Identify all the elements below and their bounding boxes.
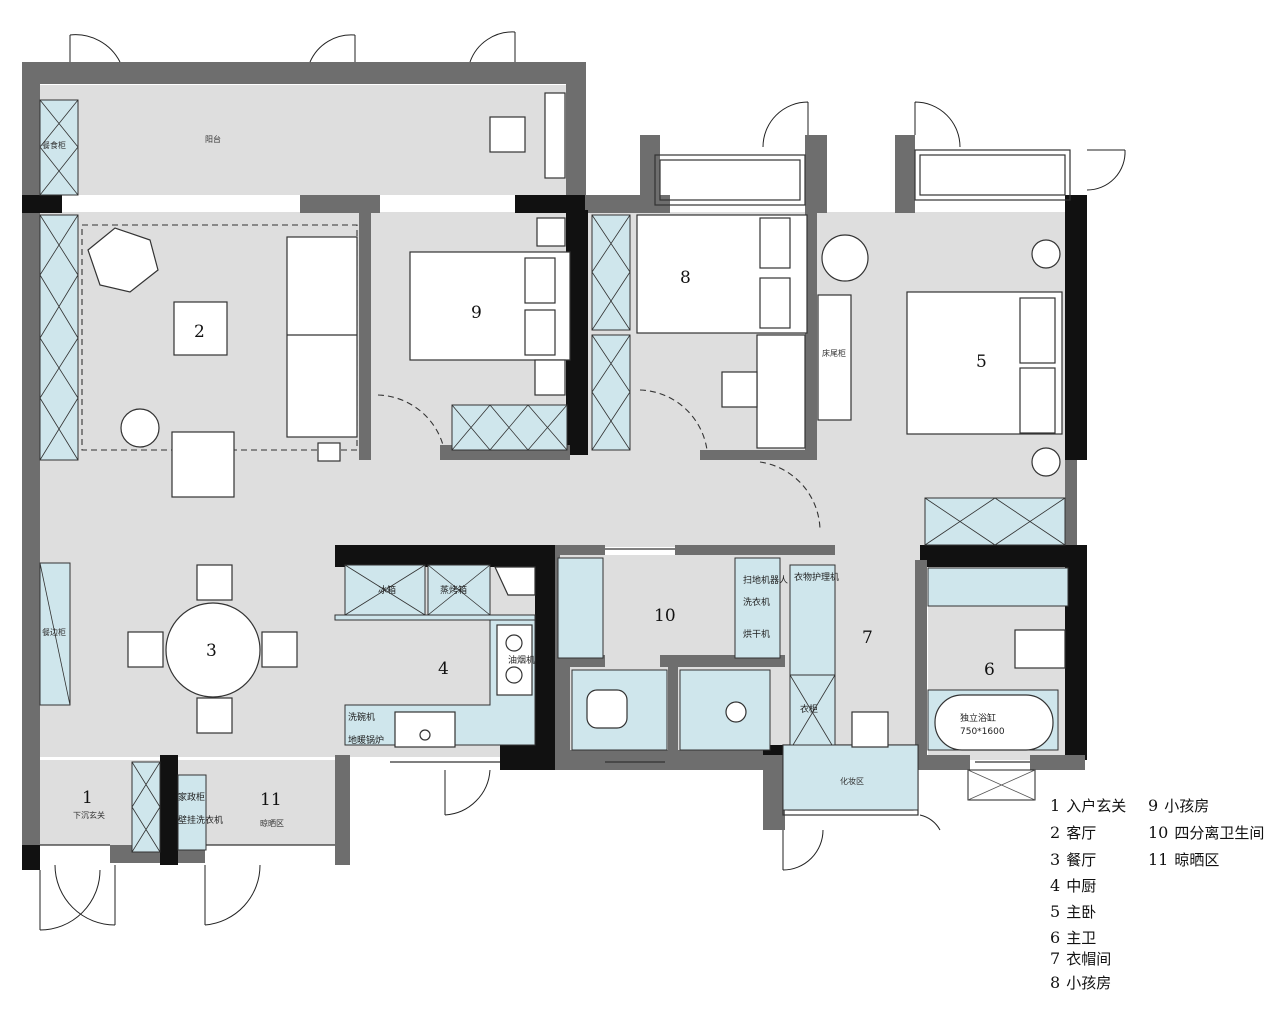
walls [22, 62, 1087, 870]
label-boiler: 地暖锅炉 [348, 734, 384, 746]
room-number-5: 5 [976, 352, 987, 372]
furniture [81, 92, 1066, 751]
label-oven: 蒸烤箱 [440, 584, 467, 596]
room-numbers: 1 2 3 4 5 6 7 8 9 10 11 [82, 268, 995, 810]
label-cabinet-top: 餐食柜 [42, 140, 66, 150]
label-hood: 油烟机 [508, 654, 535, 666]
label-tub-name: 独立浴缸 [960, 712, 996, 724]
room-number-2: 2 [194, 322, 205, 342]
room-number-9: 9 [471, 303, 482, 323]
room-number-11: 11 [260, 790, 282, 810]
label-dishwasher: 洗碗机 [348, 711, 375, 723]
label-wardrobe: 衣柜 [800, 703, 818, 715]
label-balcony: 阳台 [205, 134, 221, 144]
room-number-8: 8 [680, 268, 691, 288]
label-washer: 洗衣机 [743, 596, 770, 608]
room-number-1: 1 [82, 788, 93, 808]
room-number-6: 6 [984, 660, 995, 680]
fixture-labels: 下沉玄关 晾晒区 阳台 餐食柜 餐边柜 冰箱 蒸烤箱 油烟机 洗碗机 地暖锅炉 … [42, 134, 1005, 828]
label-tub-size: 750*1600 [960, 727, 1005, 737]
label-bed-end: 床尾柜 [822, 348, 846, 358]
label-vanity: 化妆区 [840, 776, 864, 786]
door-swings [39, 31, 1126, 931]
label-dryer: 烘干机 [743, 628, 770, 640]
label-sideboard: 餐边柜 [42, 627, 66, 637]
label-wall-washer: 壁挂洗衣机 [178, 814, 223, 826]
label-entry: 下沉玄关 [73, 810, 105, 820]
label-robot: 扫地机器人 [743, 574, 788, 586]
label-clothes-care: 衣物护理机 [794, 571, 839, 583]
label-fridge: 冰箱 [378, 584, 396, 596]
room-number-7: 7 [862, 628, 873, 648]
label-drying: 晾晒区 [260, 818, 284, 828]
room-number-10: 10 [654, 606, 676, 626]
room-number-4: 4 [438, 659, 449, 679]
label-mixer: 家政柜 [178, 791, 205, 803]
room-number-3: 3 [206, 641, 217, 661]
